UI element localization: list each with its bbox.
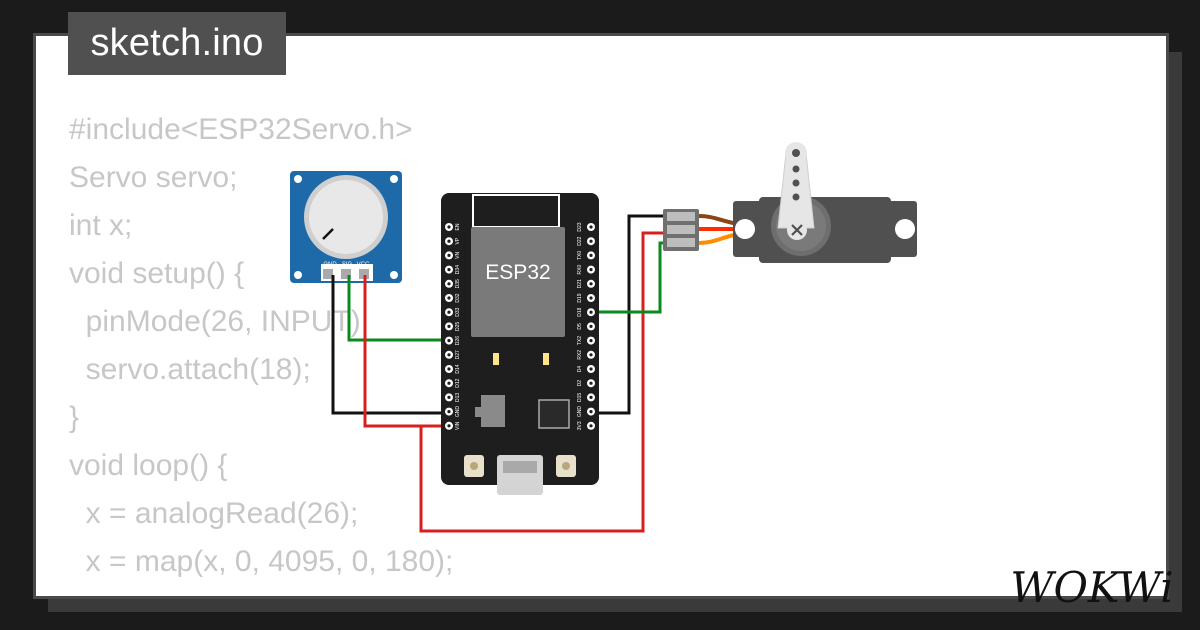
left-pin-label: D34 [455,265,461,274]
pin-hole-center [589,282,593,286]
right-pin-label: D15 [577,393,583,402]
potentiometer-knob-indicator [322,228,334,240]
code-line: pinMode(26, INPUT); [69,305,370,338]
servo-horn [777,152,815,229]
code-line: void loop() { [69,449,228,482]
code-line: x = map(x, 0, 4095, 0, 180); [69,545,454,578]
esp32-board[interactable]: ESP32 ENVPVND34D35D32D33D25D26D27D14D12D… [441,193,599,495]
left-pin-label: VIN [455,421,461,430]
editor-card: #include<ESP32Servo.h> Servo servo; int x;… [33,33,1169,599]
left-pin-label: D12 [455,378,461,387]
pin-hole-center [589,367,593,371]
pin-hole-center [589,424,593,428]
right-pin-label: RX0 [577,265,583,275]
pin-hole-center [447,381,451,385]
right-pin-label: D19 [577,293,583,302]
pin-hole-center [589,268,593,272]
left-pin-label: D27 [455,350,461,359]
pin-hole-center [447,339,451,343]
pin-hole-center [447,282,451,286]
code-line: int x; [69,209,133,242]
right-pin-label: 3V3 [577,421,583,430]
pin-hole-center [447,253,451,257]
right-pin-label: D5 [577,323,583,330]
pin-hole-center [447,296,451,300]
code-line: Servo servo; [69,161,238,194]
right-pin-label: TX0 [577,251,583,260]
pin-hole-center [447,225,451,229]
pin-hole-center [589,253,593,257]
code-line: void setup() { [69,257,245,290]
code-line: #include<ESP32Servo.h> [69,113,413,146]
wire-red-pot-vcc [363,275,449,428]
left-pin-label: D25 [455,322,461,331]
wire-red-vin-servo [419,231,667,533]
pin-hole-center [589,239,593,243]
right-pin-label: D2 [577,380,583,387]
wires [331,214,667,533]
pot-pin-gnd: GND [323,262,337,268]
right-pin-label: RX2 [577,350,583,360]
left-pin-label: D13 [455,393,461,402]
pin-hole-center [589,324,593,328]
pin-hole-center [589,296,593,300]
code-line: x = analogRead(26); [69,497,359,530]
pin-hole-center [447,310,451,314]
right-pin-label: D23 [577,222,583,231]
potentiometer[interactable]: GND SIG VCC [290,171,402,283]
right-pin-label: GND [577,406,583,418]
right-pin-label: D4 [577,366,583,373]
code-editor[interactable]: #include<ESP32Servo.h> Servo servo; int x;… [69,106,453,586]
pin-hole-center [447,424,451,428]
left-pin-label: GND [455,406,461,418]
code-line: servo.attach(18); [69,353,311,386]
pin-hole-center [447,353,451,357]
esp32-chip [471,227,565,337]
pin-hole-center [447,239,451,243]
wire-green-pot-sig [347,275,449,342]
left-pin-label: D35 [455,279,461,288]
chip-label: ESP32 [485,261,550,284]
right-pin-label: D18 [577,307,583,316]
file-tab[interactable]: sketch.ino [68,12,286,75]
pin-hole-center [589,410,593,414]
file-name: sketch.ino [90,22,264,64]
left-pin-label: EN [455,223,461,230]
pin-hole-center [447,395,451,399]
pot-pin-sig: SIG [342,262,353,268]
pin-hole-center [589,310,593,314]
wokwi-logo: WOKWi [1010,563,1173,612]
left-pin-label: D32 [455,293,461,302]
pin-hole-center [589,395,593,399]
wire-black-pot-gnd [331,275,449,415]
left-pin-label: D14 [455,364,461,373]
left-pin-label: D33 [455,307,461,316]
wire-black-gnd-servo [591,214,667,415]
pin-hole-center [589,353,593,357]
right-pin-label: D22 [577,236,583,245]
usb-chip [538,399,570,429]
pin-hole-center [589,339,593,343]
left-pin-label: VN [455,252,461,259]
pin-hole-center [589,225,593,229]
pin-hole-center [447,367,451,371]
pin-hole-center [447,410,451,414]
pot-pin-vcc: VCC [357,262,370,268]
pin-hole-center [447,268,451,272]
left-pin-label: VP [455,237,461,244]
regulator [481,395,505,427]
left-pin-label: D26 [455,336,461,345]
right-pin-label: TX2 [577,336,583,345]
right-pin-label: D21 [577,279,583,288]
code-line: } [69,401,80,434]
wokwi-logo-text: WOKWi [1010,563,1173,612]
servo-motor[interactable] [733,142,917,263]
pin-hole-center [447,324,451,328]
pin-hole-center [589,381,593,385]
circuit-diagram: GND SIG VCC ESP32 [290,142,917,533]
